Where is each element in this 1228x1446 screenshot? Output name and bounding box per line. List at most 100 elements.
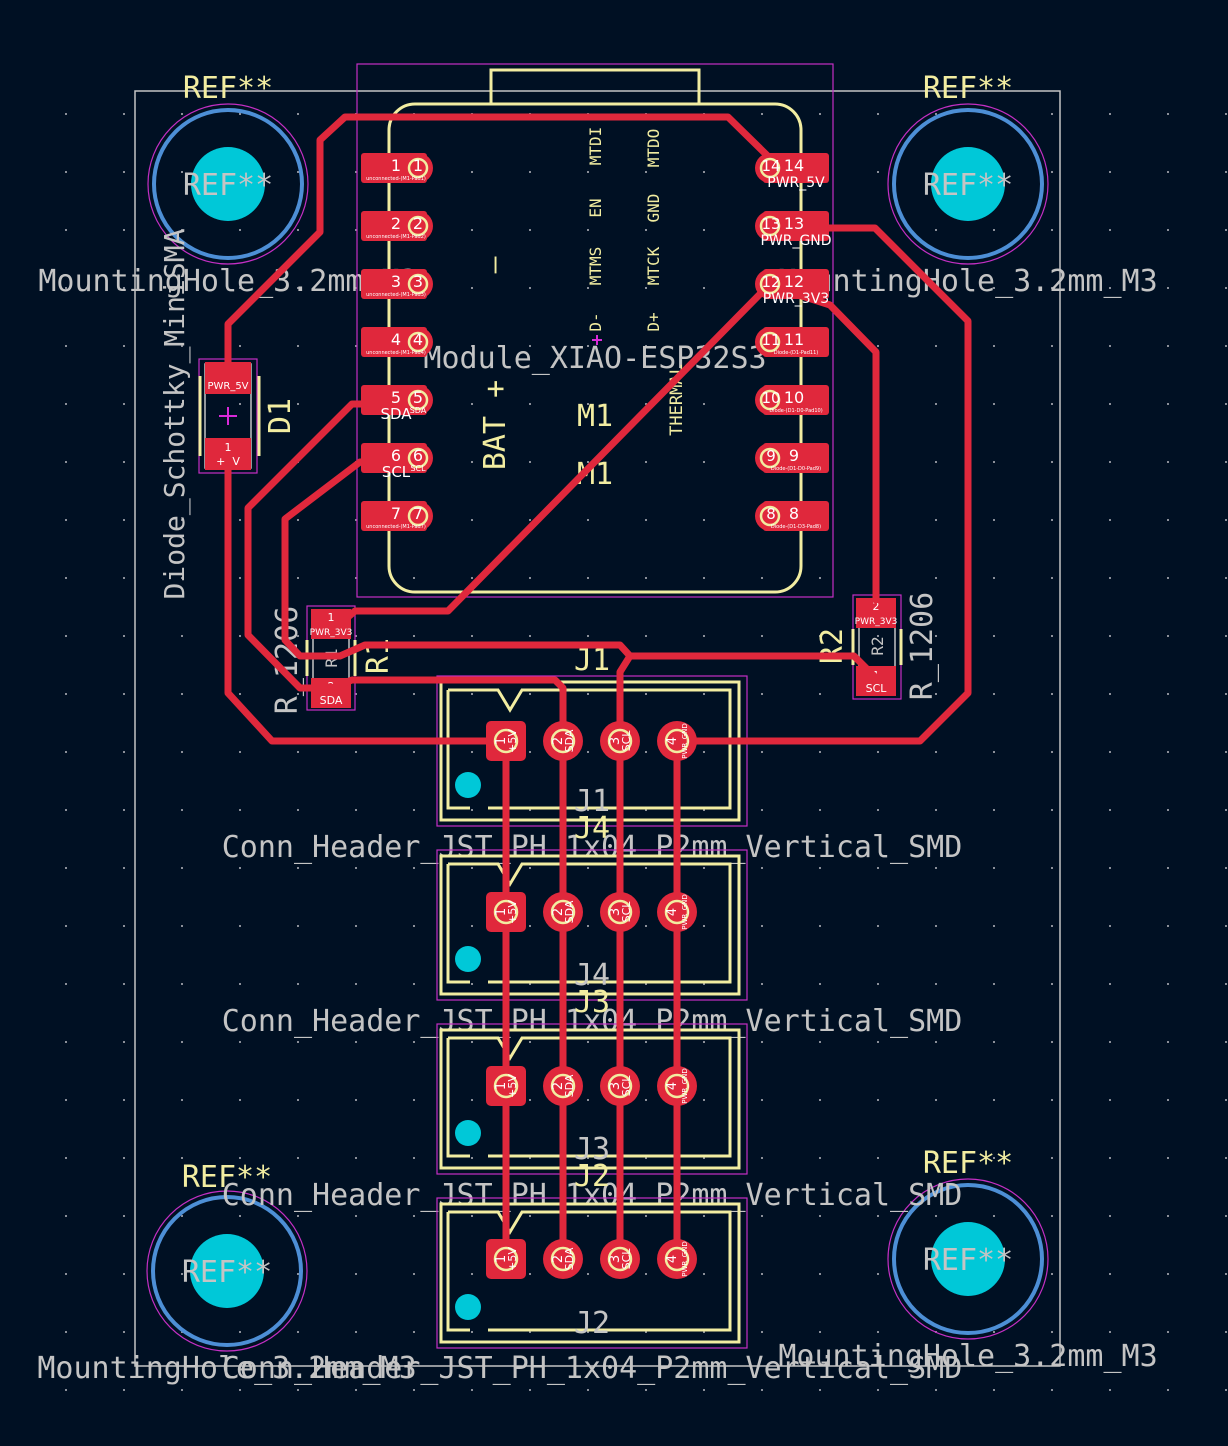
grid-dot: [413, 1041, 415, 1043]
pad-copper: [403, 327, 433, 357]
mounting-hole-bottom-left[interactable]: REF** REF** MountingHole_3.2mm_M3: [37, 1160, 416, 1386]
pad-copper: [403, 269, 433, 299]
pin-copper: [600, 892, 640, 932]
grid-dot: [1225, 345, 1227, 347]
grid-dot: [181, 171, 183, 173]
connector-j1-pin-1[interactable]: 1+5V: [486, 721, 526, 761]
pad-ring: [759, 331, 781, 353]
connector-j3-pin-1[interactable]: 1+5V: [486, 1066, 526, 1106]
grid-dot: [529, 1389, 531, 1391]
connector-j4-pin-1[interactable]: 1+5V: [486, 892, 526, 932]
connector-j4[interactable]: J4 J4 Conn_Header_JST_PH_1x04_P2mm_Verti…: [222, 811, 963, 1039]
pad-net: Diode-(D1-D0-Pad10): [769, 408, 822, 414]
connector-j1[interactable]: J1 J1 Conn_Header_JST_PH_1x04_P2mm_Verti…: [222, 643, 963, 865]
grid-dot: [355, 867, 357, 869]
grid-dot: [1167, 113, 1169, 115]
grid-dot: [355, 751, 357, 753]
connector-j2[interactable]: J2 J2 Conn_Header_JST_PH_1x04_P2mm_Verti…: [222, 1159, 963, 1386]
grid-dot: [529, 345, 531, 347]
grid-dot: [703, 1273, 705, 1275]
grid-dot: [1109, 635, 1111, 637]
resistor-r1[interactable]: 1 PWR_3V3 2 SDA R1 R1 R_1206: [270, 605, 396, 714]
grid-dot: [1109, 809, 1111, 811]
grid-dot: [239, 1331, 241, 1333]
grid-dot: [1225, 229, 1227, 231]
grid-dot: [297, 635, 299, 637]
pin-net: PWR_GND: [681, 894, 689, 930]
grid-dot: [761, 751, 763, 753]
r1-pad2-net: SDA: [320, 694, 343, 707]
r1-pad1-num: 1: [328, 611, 335, 624]
pad-copper: [755, 501, 785, 531]
grid-dot: [587, 577, 589, 579]
grid-dot: [761, 1273, 763, 1275]
grid-dot: [703, 1099, 705, 1101]
grid-dot: [239, 635, 241, 637]
grid-dot: [65, 345, 67, 347]
pin-number: 1: [494, 737, 509, 745]
grid-dot: [1167, 1215, 1169, 1217]
grid-dot: [413, 635, 415, 637]
grid-dot: [935, 635, 937, 637]
grid-dot: [297, 345, 299, 347]
pin-ring: [493, 1246, 519, 1272]
grid-dot: [529, 867, 531, 869]
grid-dot: [1167, 403, 1169, 405]
grid-dot: [181, 461, 183, 463]
grid-dot: [355, 577, 357, 579]
diode-d1[interactable]: 2 PWR_5V 1 +5V D1 Diode_Schottky_MiniSMA: [158, 228, 298, 599]
mounting-hole-bottom-right[interactable]: REF** REF** MountingHole_3.2mm_M3: [778, 1146, 1157, 1374]
pad-number: 3: [391, 272, 401, 291]
grid-dot: [645, 519, 647, 521]
pin-net: SCL: [620, 730, 633, 752]
grid-dot: [935, 345, 937, 347]
pad-number-alt: 5: [413, 388, 423, 407]
resistor-r2[interactable]: 2 PWR_3V3 1 SCL R2 R2 R_1206: [815, 592, 940, 700]
track-5v: [224, 451, 512, 745]
grid-dot: [529, 1215, 531, 1217]
grid-dot: [703, 751, 705, 753]
connector-j3[interactable]: J3 J3 Conn_Header_JST_PH_1x04_P2mm_Verti…: [222, 985, 963, 1213]
grid-dot: [819, 1331, 821, 1333]
grid-dot: [703, 809, 705, 811]
grid-dot: [529, 693, 531, 695]
hole-inner-ref: REF**: [923, 168, 1013, 203]
grid-dot: [877, 983, 879, 985]
pad-number: 5: [391, 388, 401, 407]
pad-ring: [407, 273, 429, 295]
grid-dot: [703, 403, 705, 405]
mounting-hole-top-left[interactable]: REF** REF** MountingHole_3.2mm_M3: [38, 71, 417, 299]
connector-j2-pin-1[interactable]: 1+5V: [486, 1239, 526, 1279]
mounting-hole-top-right[interactable]: REF** REF** MountingHole_3.2mm_M3: [778, 71, 1157, 299]
grid-dot: [1167, 809, 1169, 811]
grid-dot: [471, 1099, 473, 1101]
pad-number-alt: 4: [413, 330, 423, 349]
grid-dot: [935, 519, 937, 521]
